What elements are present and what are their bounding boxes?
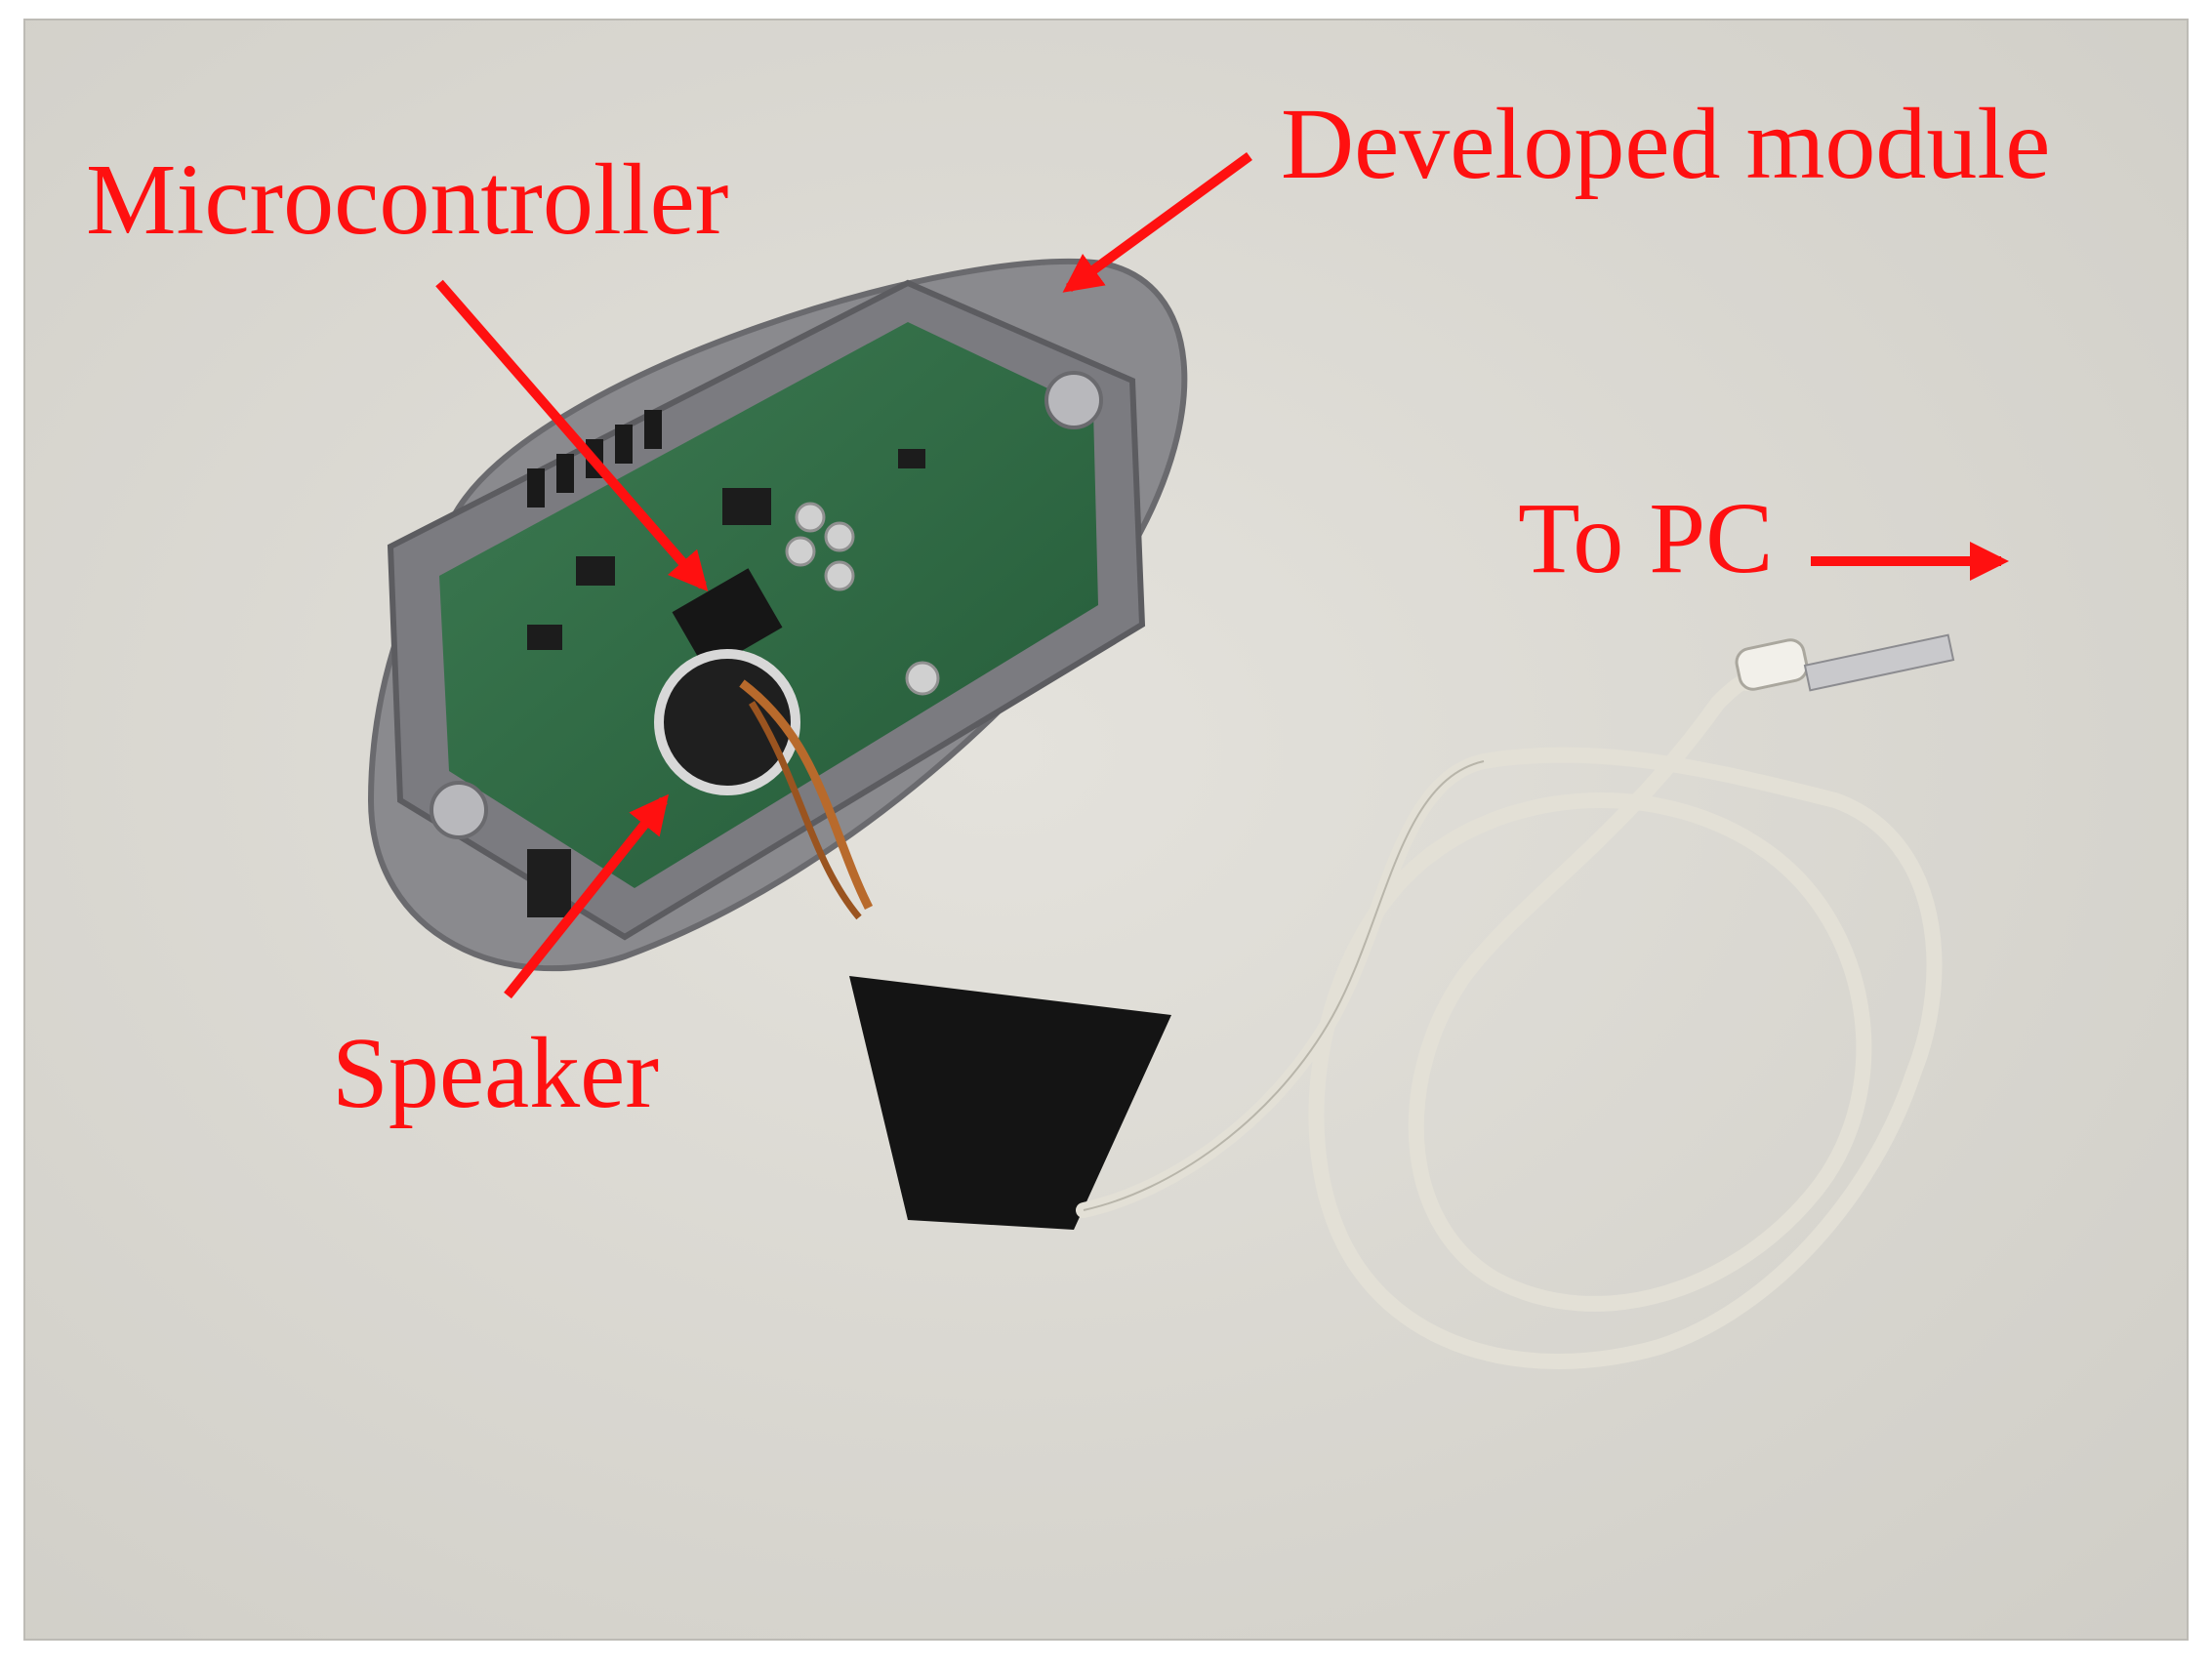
arrow-microcontroller <box>435 279 709 592</box>
audio-plug <box>1735 633 1955 692</box>
screw <box>1045 371 1103 429</box>
label-microcontroller: Microcontroller <box>86 143 729 256</box>
arrow-speaker <box>504 793 669 999</box>
label-developed-module: Developed module <box>1281 88 2051 200</box>
speaker-disc <box>654 649 800 795</box>
speaker-wires <box>739 679 874 911</box>
microcontroller-chip <box>672 568 783 671</box>
photo-border <box>23 19 2189 1641</box>
arrow-developed-module <box>1062 151 1252 293</box>
label-speaker: Speaker <box>332 1017 659 1129</box>
label-to-pc: To PC <box>1518 482 1774 594</box>
annotation-arrows <box>435 151 2009 999</box>
audio-cable <box>1076 673 1943 1369</box>
black-tape <box>849 976 1171 1230</box>
screw <box>430 781 488 839</box>
